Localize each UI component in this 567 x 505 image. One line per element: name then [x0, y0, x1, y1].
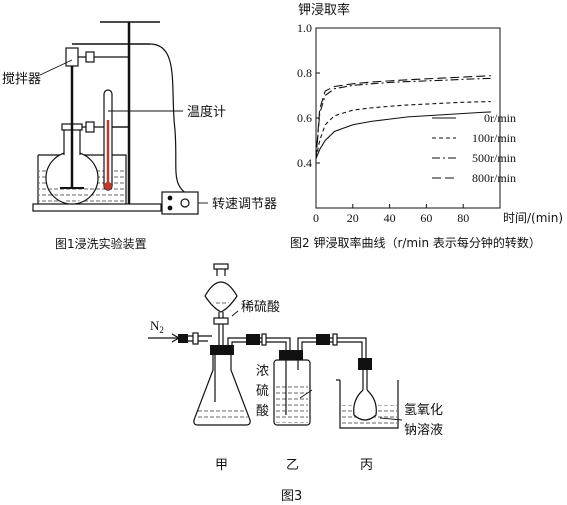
figure1-apparatus: [32, 21, 208, 215]
legend-label-2: 500r/min: [472, 151, 516, 165]
figure3-apparatus: [148, 263, 403, 429]
bottle-b-liquid-label-1: 浓: [256, 364, 269, 379]
funnel-liquid-label: 稀硫酸: [241, 300, 280, 315]
stirrer-label: 搅拌器: [2, 71, 41, 87]
bottle-c-liquid-label-1: 氢氧化: [404, 403, 443, 418]
legend-label-1: 100r/min: [472, 131, 516, 145]
figure2-caption: 图2 钾浸取率曲线（r/min 表示每分钟的转数）: [290, 235, 541, 250]
stand-base: [32, 203, 162, 212]
vessel-c-label: 丙: [360, 458, 373, 473]
chart-y-axis-label: 钾浸取率: [298, 2, 350, 18]
flask-a-stopper: [210, 345, 234, 355]
series-line-3: [315, 75, 491, 159]
vessel-b-label: 乙: [286, 458, 299, 473]
inverted-funnel: [353, 389, 377, 421]
y-tick-label: 0.4: [297, 156, 312, 170]
legend-label-3: 800r/min: [472, 171, 516, 185]
x-tick-label: 0: [313, 211, 319, 225]
stirrer-motor: [65, 47, 79, 67]
thermometer-label: 温度计: [187, 104, 226, 120]
legend-label-0: 0r/min: [484, 111, 516, 125]
vessel-a-label: 甲: [215, 458, 228, 473]
figure1-caption: 图1浸洗实验装置: [55, 236, 147, 251]
bottle-c-liquid-label-2: 钠溶液: [404, 423, 443, 438]
speed-controller-box: [161, 191, 199, 215]
chart-x-axis-label: 时间/(min): [503, 211, 563, 225]
x-tick-label: 60: [420, 211, 432, 225]
series-line-2: [315, 77, 491, 159]
conical-flask-a: [193, 355, 251, 426]
y-tick-label: 0.8: [297, 66, 312, 80]
figure2-chart: 钾浸取率 时间/(min) 0 20 40 60 80 0.4 0.6 0.8 1.0 0r/m…: [297, 2, 563, 225]
y-tick-label: 0.6: [297, 111, 312, 125]
bottle-b-liquid-label-2: 硫: [256, 384, 269, 399]
separatory-funnel: [204, 281, 238, 313]
series-line-0: [315, 111, 491, 159]
bottle-b-liquid-label-3: 酸: [256, 404, 269, 419]
figure3-caption: 图3: [281, 489, 302, 504]
gas-inlet-label: N2: [150, 318, 164, 335]
y-tick-label: 1.0: [297, 21, 312, 35]
speed-controller-label: 转速调节器: [212, 197, 277, 212]
x-tick-label: 40: [384, 211, 396, 225]
x-tick-label: 20: [347, 211, 359, 225]
x-tick-label: 80: [457, 211, 469, 225]
series-line-1: [315, 101, 491, 159]
